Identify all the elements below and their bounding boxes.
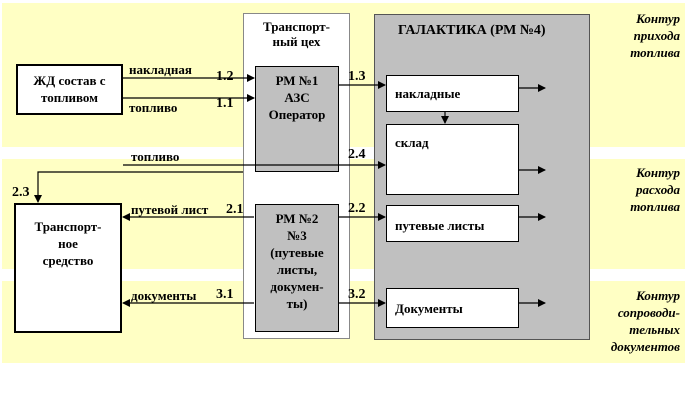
arrow-2-3 [34,171,243,203]
flow-2-4-number: 2.4 [348,147,366,162]
vehicle-box [14,203,122,333]
flow-2-2-number: 2.2 [348,201,366,216]
flow-1-3-number: 1.3 [348,69,366,84]
flow-1-1-label: топливо [129,100,178,115]
warehouse-module [386,124,519,195]
documents-module-label: Документы [395,301,463,316]
flow-1-2-label: накладная [129,62,192,77]
waybills-module [386,205,519,242]
rm1-workstation [255,66,339,172]
documents-module [386,288,519,328]
flow-2-3-number: 2.3 [12,185,30,200]
flow-2-1-label: путевой лист [131,202,209,217]
flow-2-1-number: 2.1 [226,202,244,217]
flow-1-2-number: 1.2 [216,69,234,84]
flow-3-2-number: 3.2 [348,287,366,302]
rm2-workstation [255,204,339,332]
galaktika-title: ГАЛАКТИКА (РМ №4) [398,23,546,38]
transport-shop-title: Транспорт-ный цех [263,19,330,49]
waybills-module-label: путевые листы [395,218,485,233]
invoices-module [386,75,519,112]
flow-1-1-number: 1.1 [216,96,234,111]
invoices-module-label: накладные [395,86,461,101]
flow-3-1-number: 3.1 [216,287,234,302]
warehouse-module-label: склад [395,135,429,150]
railway-train-box [16,64,123,115]
flow-3-1-label: документы [131,288,197,303]
flow-2-4-label: топливо [131,149,180,164]
